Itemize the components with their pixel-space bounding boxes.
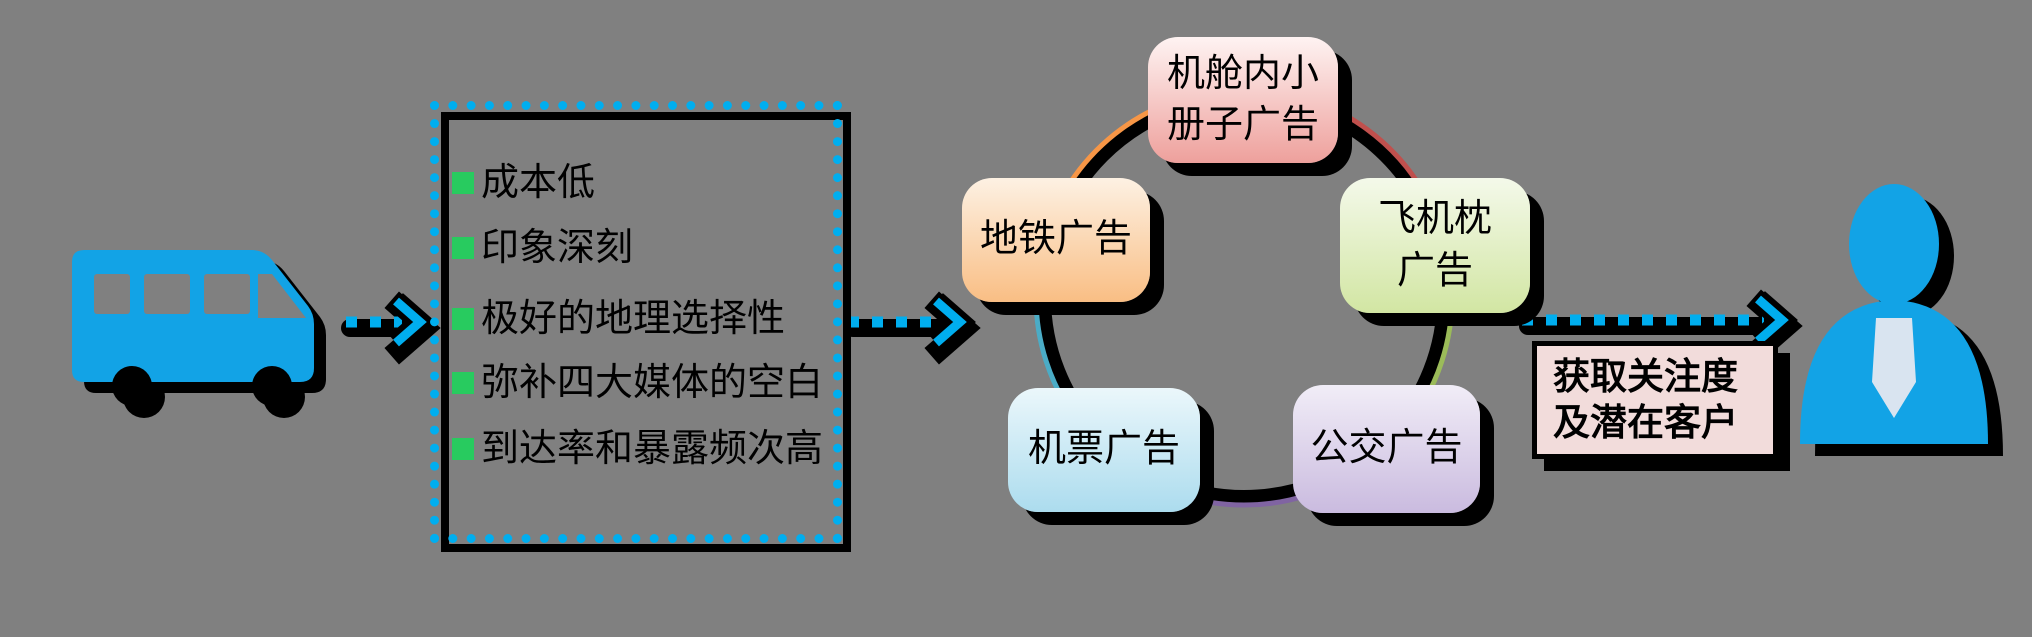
result-line: 及潜在客户 (1553, 402, 1738, 443)
bullet-square-icon (452, 438, 474, 460)
bullet-square-icon (452, 308, 474, 330)
benefit-text: 印象深刻 (481, 227, 634, 269)
bus-icon (72, 250, 326, 418)
person-icon (1800, 184, 2003, 456)
benefit-item: 弥补四大媒体的空白 (452, 358, 823, 408)
flow-arrow-cycle-to-person (1519, 289, 1803, 363)
node-label-line: 飞机枕 (1377, 198, 1492, 241)
bullet-square-icon (452, 172, 474, 194)
bullet-square-icon (452, 237, 474, 259)
result-line: 获取关注度 (1553, 355, 1738, 397)
tie-shape (1872, 318, 1916, 418)
node-label: 地铁广告 (979, 218, 1132, 261)
cycle-node-ticket-ad: 机票广告 (1008, 388, 1200, 512)
benefits-panel-shadow (441, 112, 851, 552)
cycle-node-cabin-brochure-ad: 机舱内小 册子广告 (1148, 37, 1338, 163)
cycle-node-bus-ad: 公交广告 (1293, 385, 1480, 513)
result-label: 获取关注度 及潜在客户 (1532, 341, 1778, 459)
benefit-text: 弥补四大媒体的空白 (481, 362, 824, 404)
benefit-text: 极好的地理选择性 (481, 298, 786, 340)
node-label-line: 广告 (1396, 249, 1473, 292)
benefit-item: 印象深刻 (452, 223, 633, 273)
node-label: 公交广告 (1310, 427, 1463, 470)
bullet-square-icon (452, 372, 474, 394)
flow-arrow-bus-to-benefits (341, 291, 441, 365)
benefit-text: 到达率和暴露频次高 (481, 428, 824, 470)
benefit-item: 成本低 (452, 158, 595, 208)
flow-arrow-benefits-to-cycle (844, 291, 981, 365)
node-label-line: 册子广告 (1166, 104, 1319, 146)
cycle-node-subway-ad: 地铁广告 (962, 178, 1150, 302)
node-label-line: 机舱内小 (1166, 52, 1319, 95)
cycle-node-airplane-pillow-ad: 飞机枕 广告 (1340, 178, 1530, 313)
node-label: 机票广告 (1027, 428, 1180, 471)
benefit-text: 成本低 (481, 162, 596, 204)
benefit-item: 到达率和暴露频次高 (452, 424, 823, 474)
benefit-item: 极好的地理选择性 (452, 294, 785, 344)
benefits-panel (430, 101, 842, 543)
